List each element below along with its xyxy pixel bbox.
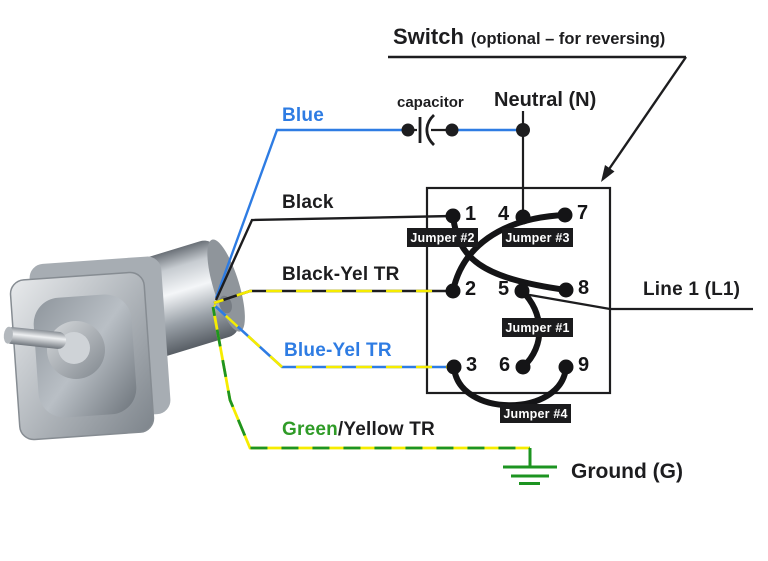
motor-illustration — [3, 239, 245, 441]
motor-shaft-end — [3, 326, 13, 344]
terminal-dot-4 — [515, 209, 531, 225]
jumper-4-tag: Jumper #4 — [500, 404, 571, 423]
terminal-dot-7 — [557, 207, 573, 223]
motor-endcap — [207, 239, 245, 332]
terminal-number-4: 4 — [498, 203, 510, 225]
terminal-number-7: 7 — [577, 202, 589, 224]
neutral-junction-dot — [516, 123, 530, 137]
terminal-dots — [445, 207, 574, 375]
motor-shaft — [4, 327, 67, 349]
terminal-number-6: 6 — [499, 354, 511, 376]
wire-label-black: Black — [282, 192, 334, 213]
ground-label: Ground (G) — [571, 460, 683, 483]
ground-symbol — [503, 448, 557, 485]
green-yellow-wire — [211, 306, 530, 450]
wire-label-green-part: Green — [282, 419, 338, 440]
jumper-3-curve — [450, 212, 568, 294]
terminal-dot-6 — [515, 359, 531, 375]
capacitor-plate-curved — [425, 113, 436, 147]
neutral-label: Neutral (N) — [494, 89, 597, 111]
line1-label: Line 1 (L1) — [643, 279, 741, 300]
black-yellow-wire — [213, 289, 453, 305]
black-wire — [214, 214, 454, 301]
switch-title-sub: (optional – for reversing) — [470, 30, 666, 48]
jumper-3-tag: Jumper #3 — [502, 228, 573, 247]
line1-wire — [523, 292, 753, 311]
terminal-number-3: 3 — [466, 354, 478, 376]
capacitor-node-right — [445, 123, 459, 137]
switch-arrowhead-icon — [601, 165, 615, 182]
capacitor-label: capacitor — [397, 94, 464, 111]
terminal-number-8: 8 — [578, 277, 590, 299]
wire-label-green-yellow: Green/Yellow TR — [282, 419, 435, 441]
terminal-dot-8 — [558, 282, 574, 298]
terminal-dot-2 — [445, 283, 461, 299]
wire-label-black-yel: Black-Yel TR — [282, 264, 400, 285]
terminal-number-5: 5 — [498, 278, 510, 300]
switch-arrow-line — [604, 56, 687, 176]
terminal-dot-9 — [558, 359, 574, 375]
wire-label-blue: Blue — [282, 105, 324, 126]
terminal-number-2: 2 — [465, 278, 477, 300]
switch-pointer — [388, 55, 687, 176]
terminal-number-9: 9 — [578, 354, 590, 376]
capacitor-symbol — [401, 113, 459, 147]
terminal-dot-5 — [514, 283, 530, 299]
blue-yellow-wire — [213, 304, 454, 369]
terminal-dot-3 — [446, 359, 462, 375]
switch-title: Switch — [393, 24, 464, 49]
capacitor-node-left — [401, 123, 415, 137]
blue-wire — [214, 128, 521, 299]
wire-label-blue-yel: Blue-Yel TR — [284, 340, 392, 361]
diagram-title: Switch (optional – for reversing) — [393, 24, 665, 50]
terminal-dot-1 — [445, 208, 461, 224]
jumper-2-tag: Jumper #2 — [407, 228, 478, 247]
jumper-1-tag: Jumper #1 — [502, 318, 573, 337]
terminal-number-1: 1 — [465, 203, 477, 225]
wire-label-yellow-part: /Yellow TR — [337, 419, 435, 440]
